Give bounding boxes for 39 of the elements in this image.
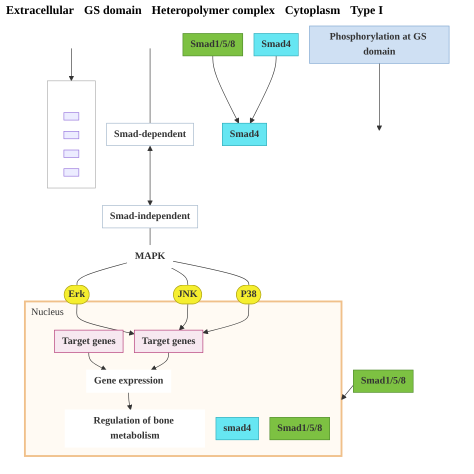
- node-box: Smad1/5/8: [182, 33, 244, 56]
- arrow: [376, 63, 382, 131]
- arrow: [68, 48, 74, 82]
- connector: [172, 260, 250, 286]
- region-label: GS domain: [84, 3, 142, 18]
- arrow: [202, 304, 250, 334]
- node-box: Smad4: [222, 122, 267, 146]
- arrow: [76, 304, 135, 336]
- node-box: Target genes: [54, 330, 124, 353]
- node-box: [64, 168, 80, 176]
- node-box: [64, 112, 80, 120]
- node-box: Smad1/5/8: [270, 417, 330, 440]
- node-box: Smad1/5/8: [353, 370, 414, 393]
- region-label: Type I: [350, 3, 383, 18]
- region-label: Extracellular: [6, 3, 74, 18]
- arrow: [341, 384, 354, 400]
- node-box: Smad-dependent: [106, 122, 194, 146]
- arrow: [147, 146, 153, 206]
- node-box: [64, 150, 80, 158]
- region-label: Heteropolymer complex: [152, 3, 275, 18]
- cluster: [47, 80, 96, 188]
- node-box: smad4: [216, 417, 259, 440]
- node-box: Phosphorylation at GS domain: [309, 26, 450, 64]
- node-box: Smad-independent: [102, 205, 198, 228]
- node-box: Gene expression: [86, 370, 172, 393]
- arrow: [212, 56, 240, 124]
- node-box: Target genes: [134, 330, 204, 353]
- arrow: [150, 352, 169, 370]
- node-box: [64, 131, 80, 140]
- connector: [170, 267, 188, 286]
- arrow: [88, 352, 106, 370]
- arrow: [126, 392, 132, 410]
- arrow: [250, 56, 276, 124]
- node-box: Regulation of bone metabolism: [64, 410, 206, 448]
- connector: [76, 262, 128, 286]
- arrow: [179, 304, 188, 330]
- region-label: Cytoplasm: [284, 3, 340, 18]
- node-text: MAPK: [134, 250, 166, 262]
- node-box: Smad4: [254, 33, 299, 56]
